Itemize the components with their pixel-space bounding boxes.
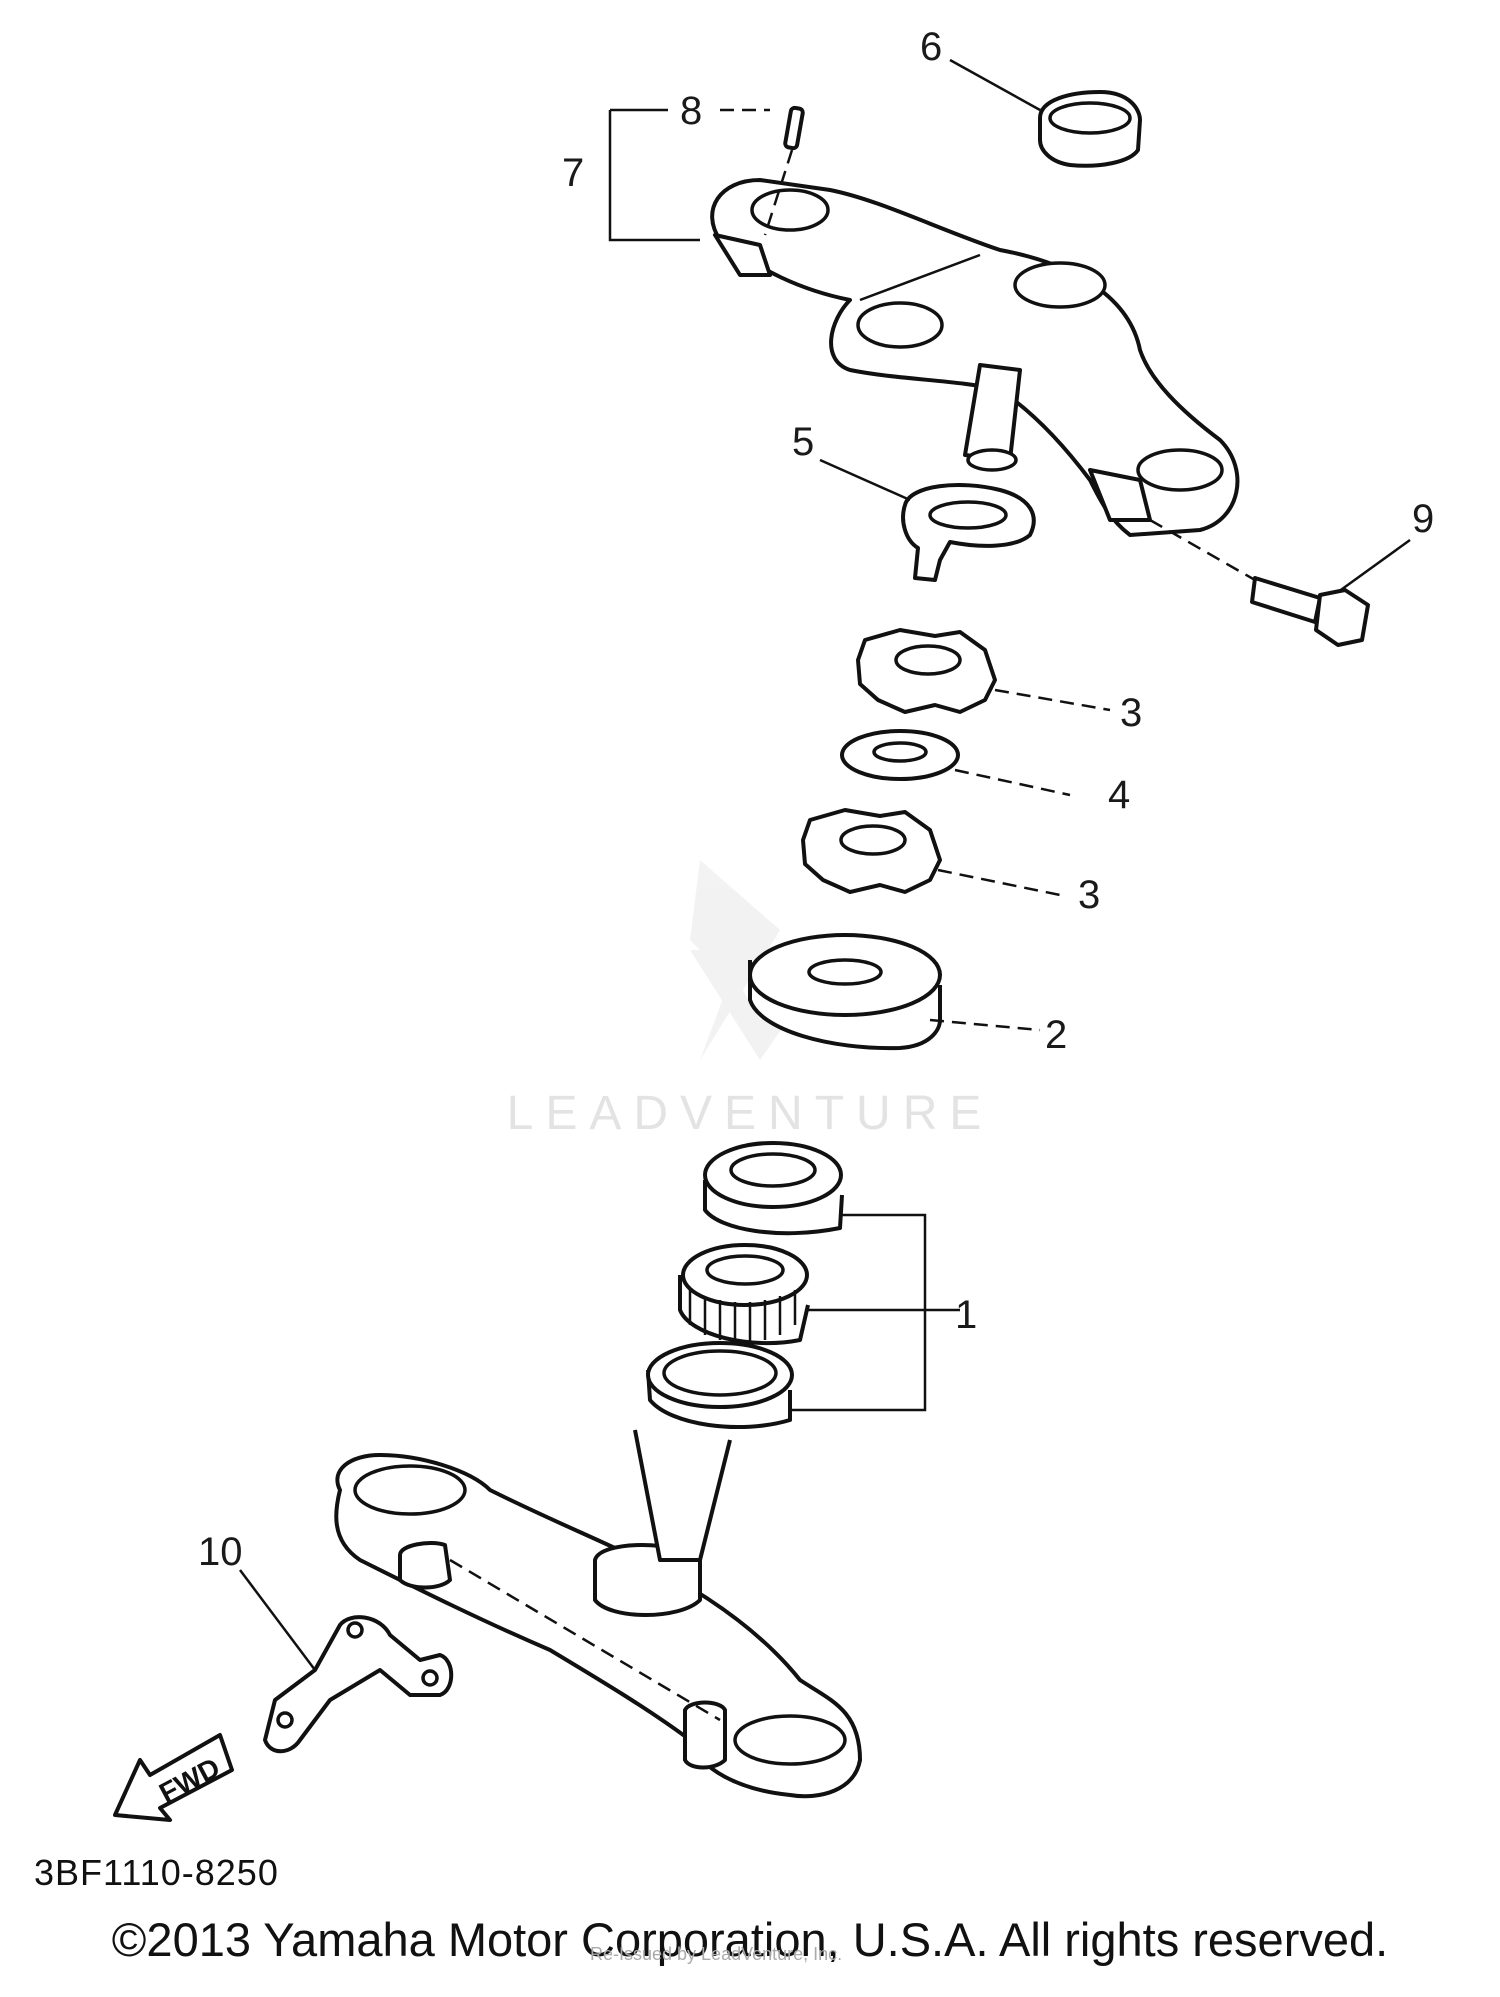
callout-10: 10 xyxy=(198,1530,243,1574)
callout-4: 4 xyxy=(1108,773,1130,817)
washer-part-5 xyxy=(819,458,1036,582)
callout-5: 5 xyxy=(792,420,814,464)
dust-seal-part-2 xyxy=(748,933,1041,1051)
callout-3-upper: 3 xyxy=(1120,691,1142,735)
bolt-part-9 xyxy=(1149,518,1411,647)
callout-3-lower: 3 xyxy=(1078,873,1100,917)
callout-8: 8 xyxy=(680,89,702,133)
callout-9: 9 xyxy=(1412,497,1434,541)
callout-6: 6 xyxy=(920,25,942,69)
hose-holder-part-10 xyxy=(239,1569,454,1754)
pin-part-8 xyxy=(763,105,805,236)
copyright-notice: ©2013 Yamaha Motor Corporation, U.S.A. A… xyxy=(111,1913,1389,1966)
ring-nut-part-3-lower xyxy=(801,808,1061,897)
callout-7: 7 xyxy=(562,151,584,195)
watermark-text: LEADVENTURE xyxy=(506,1087,994,1140)
reissue-overlay: Re-Issued by LeadVenture, Inc. xyxy=(590,1944,843,1964)
callout-2: 2 xyxy=(1045,1013,1067,1057)
upper-bracket xyxy=(710,178,1240,537)
diagram-code: 3BF1110-8250 xyxy=(34,1852,279,1893)
bearing-set-part-1 xyxy=(646,1141,960,1430)
ring-nut-part-3-upper xyxy=(856,628,1111,714)
cap-nut-part-6 xyxy=(949,58,1142,168)
lower-bracket xyxy=(334,1429,862,1799)
forward-arrow xyxy=(113,1733,234,1822)
callout-1: 1 xyxy=(955,1293,977,1337)
lock-washer-part-4 xyxy=(840,729,1071,797)
bracket-leader-lines xyxy=(608,108,770,242)
